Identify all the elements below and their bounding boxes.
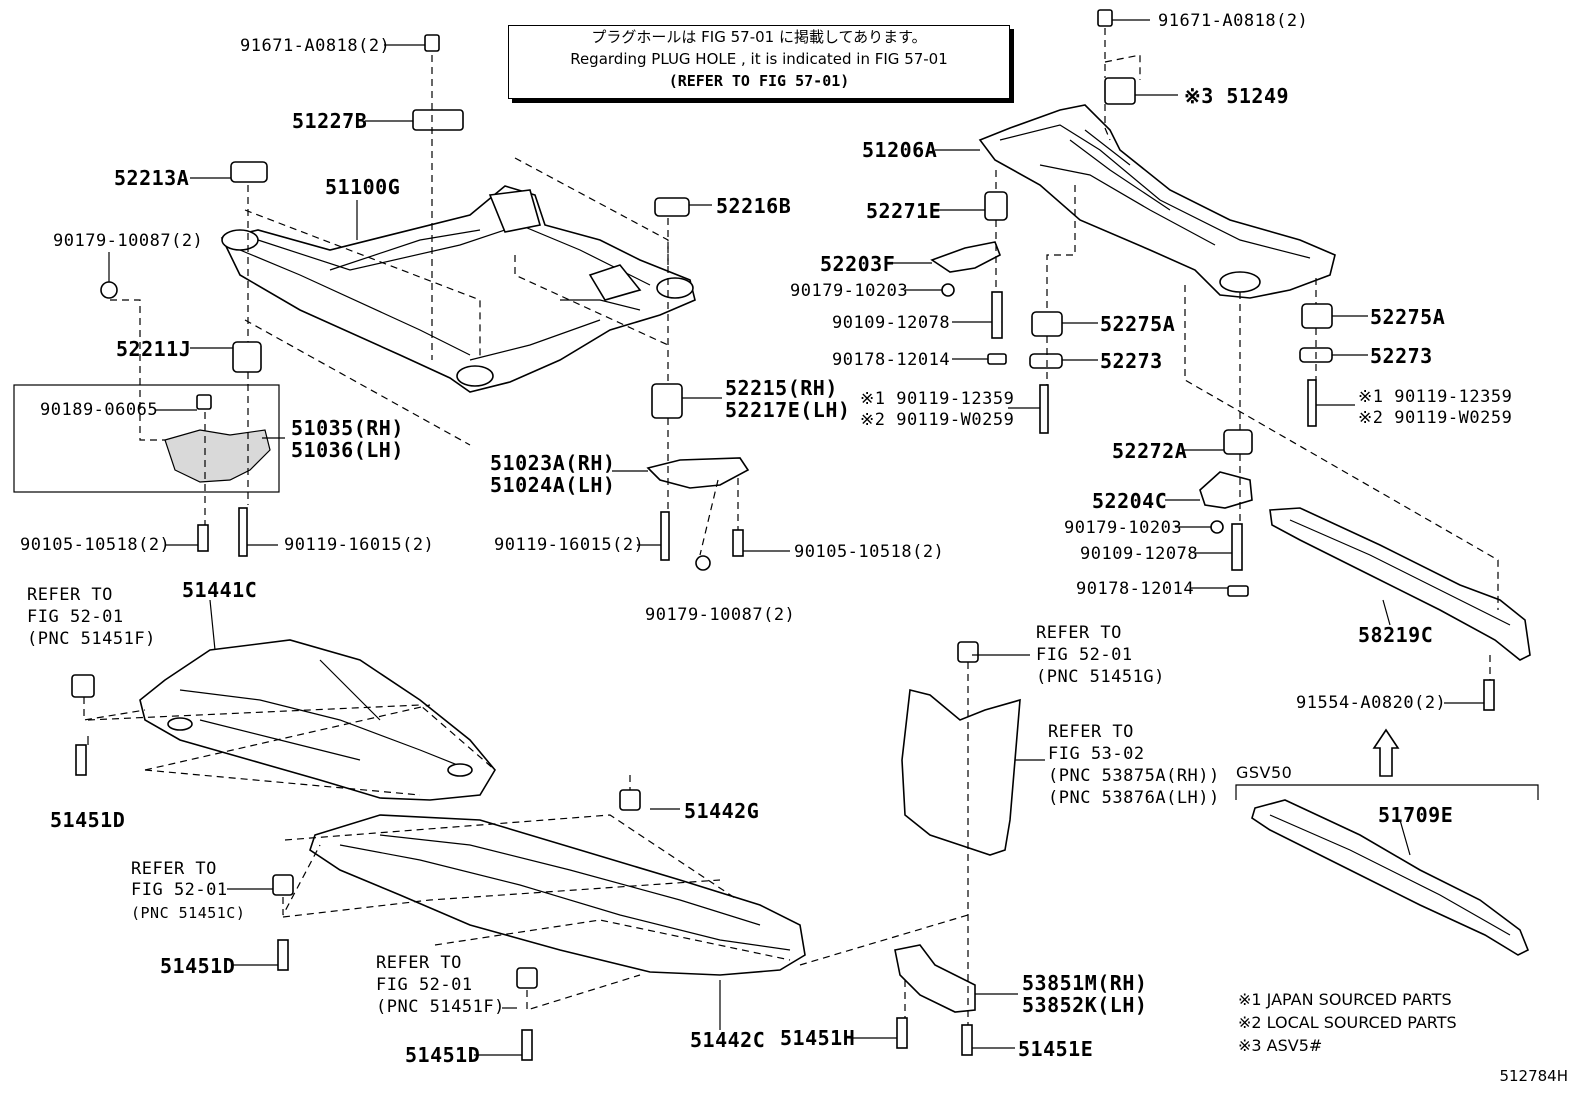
engine-under-cover-drawing bbox=[139, 639, 496, 801]
refer-to-text: REFER TO bbox=[27, 585, 113, 605]
part-label[interactable]: 52271E bbox=[866, 199, 942, 223]
model-label: GSV50 bbox=[1236, 763, 1293, 782]
legend: ※1 JAPAN SOURCED PARTS ※2 LOCAL SOURCED … bbox=[1238, 988, 1457, 1057]
brace-51709e-drawing bbox=[1251, 799, 1530, 956]
refer-fig-link[interactable]: FIG 53-02 bbox=[1048, 744, 1145, 764]
figure-number: 512784H bbox=[1499, 1067, 1568, 1085]
bracket-53851m-drawing bbox=[894, 944, 976, 1013]
part-label[interactable]: 52273 bbox=[1100, 349, 1163, 373]
part-label[interactable]: ※3 51249 bbox=[1184, 84, 1290, 108]
part-label[interactable]: 51023A(RH) bbox=[490, 451, 616, 475]
part-label[interactable]: 90119-16015(2) bbox=[494, 535, 645, 555]
dashed-assembly-lines bbox=[83, 28, 1499, 1025]
part-label[interactable]: 51442G bbox=[684, 799, 760, 823]
refer-to-text: REFER TO bbox=[1048, 722, 1134, 742]
part-label[interactable]: ※1 90119-12359 bbox=[860, 389, 1015, 409]
part-label[interactable]: 91671-A0818(2) bbox=[240, 36, 391, 56]
part-label[interactable]: 90179-10087(2) bbox=[645, 605, 796, 625]
part-label[interactable]: 51036(LH) bbox=[291, 438, 404, 462]
note-line-ref: (REFER TO FIG 57-01) bbox=[668, 72, 850, 90]
part-label[interactable]: 91554-A0820(2) bbox=[1296, 693, 1447, 713]
leader-lines bbox=[87, 19, 1539, 1056]
fender-liner-drawing bbox=[901, 689, 1021, 856]
part-label[interactable]: 90189-06065 bbox=[40, 400, 159, 420]
part-label[interactable]: 52213A bbox=[114, 166, 190, 190]
refer-pnc-text: (PNC 51451F) bbox=[376, 997, 505, 1017]
rear-under-cover-drawing bbox=[309, 814, 806, 976]
part-label[interactable]: 51442C bbox=[690, 1028, 766, 1052]
part-label[interactable]: 52275A bbox=[1370, 305, 1446, 329]
note-line-en: Regarding PLUG HOLE , it is indicated in… bbox=[570, 50, 948, 68]
legend-item-japan: ※1 JAPAN SOURCED PARTS bbox=[1238, 990, 1452, 1009]
part-label[interactable]: 51709E bbox=[1378, 803, 1454, 827]
note-line-jp: プラグホールは FIG 57-01 に掲載してあります。 bbox=[591, 28, 927, 46]
refer-pnc-text: (PNC 51451F) bbox=[27, 629, 156, 649]
part-label[interactable]: 90179-10203 bbox=[1064, 518, 1183, 538]
part-label[interactable]: 51024A(LH) bbox=[490, 473, 616, 497]
part-label[interactable]: 51441C bbox=[182, 578, 258, 602]
part-label[interactable]: 90109-12078 bbox=[832, 313, 951, 333]
part-label[interactable]: 90179-10203 bbox=[790, 281, 909, 301]
refer-to-text: REFER TO bbox=[376, 953, 462, 973]
part-label[interactable]: 52273 bbox=[1370, 344, 1433, 368]
brace-58219c-drawing bbox=[1269, 507, 1531, 661]
plug-hole-note: プラグホールは FIG 57-01 に掲載してあります。 Regarding P… bbox=[508, 25, 1010, 99]
part-label[interactable]: 51451D bbox=[50, 808, 126, 832]
legend-item-asv5: ※3 ASV5# bbox=[1238, 1036, 1323, 1055]
bracket-51035-drawing bbox=[164, 429, 271, 483]
part-label[interactable]: 90178-12014 bbox=[1076, 579, 1195, 599]
part-label[interactable]: 51100G bbox=[325, 175, 401, 199]
part-label[interactable]: 51451E bbox=[1018, 1037, 1094, 1061]
part-label[interactable]: 52272A bbox=[1112, 439, 1188, 463]
part-label[interactable]: 90179-10087(2) bbox=[53, 231, 204, 251]
part-label[interactable]: 52204C bbox=[1092, 489, 1168, 513]
part-label[interactable]: 52275A bbox=[1100, 312, 1176, 336]
part-label[interactable]: 52203F bbox=[820, 252, 896, 276]
part-label[interactable]: 51035(RH) bbox=[291, 416, 404, 440]
part-label[interactable]: 52215(RH) bbox=[725, 376, 838, 400]
refer-to-text: REFER TO bbox=[1036, 623, 1122, 643]
part-label[interactable]: ※2 90119-W0259 bbox=[860, 410, 1015, 430]
part-label[interactable]: 51451D bbox=[160, 954, 236, 978]
refer-fig-link[interactable]: FIG 52-01 bbox=[27, 607, 124, 627]
part-label[interactable]: 91671-A0818(2) bbox=[1158, 11, 1309, 31]
part-label[interactable]: 53852K(LH) bbox=[1022, 993, 1148, 1017]
refer-fig-link[interactable]: FIG 52-01 bbox=[1036, 645, 1133, 665]
part-label[interactable]: 52216B bbox=[716, 194, 792, 218]
part-label[interactable]: 52211J bbox=[116, 337, 192, 361]
part-label[interactable]: 90105-10518(2) bbox=[794, 542, 945, 562]
legend-item-local: ※2 LOCAL SOURCED PARTS bbox=[1238, 1013, 1457, 1032]
part-label[interactable]: 52217E(LH) bbox=[725, 398, 851, 422]
refer-to-text: REFER TO bbox=[131, 859, 217, 879]
part-label[interactable]: 51451H bbox=[780, 1026, 856, 1050]
part-label[interactable]: 51227B bbox=[292, 109, 368, 133]
part-label[interactable]: 90105-10518(2) bbox=[20, 535, 171, 555]
refer-pnc-text: (PNC 53875A(RH)) bbox=[1048, 766, 1220, 786]
arm-51023a-drawing bbox=[646, 457, 750, 489]
part-label[interactable]: 90109-12078 bbox=[1080, 544, 1199, 564]
refer-pnc-text: (PNC 51451C) bbox=[131, 904, 246, 922]
part-label[interactable]: ※1 90119-12359 bbox=[1358, 387, 1513, 407]
refer-pnc-text: (PNC 51451G) bbox=[1036, 667, 1165, 687]
up-arrow-icon bbox=[1372, 728, 1400, 777]
part-label[interactable]: ※2 90119-W0259 bbox=[1358, 408, 1513, 428]
front-crossmember-drawing bbox=[220, 185, 696, 393]
refer-fig-link[interactable]: FIG 52-01 bbox=[131, 880, 228, 900]
fasteners bbox=[71, 9, 1495, 1061]
part-label[interactable]: 53851M(RH) bbox=[1022, 971, 1148, 995]
part-label[interactable]: 51451D bbox=[405, 1043, 481, 1067]
part-label[interactable]: 90178-12014 bbox=[832, 350, 951, 370]
part-label[interactable]: 58219C bbox=[1358, 623, 1434, 647]
refer-fig-link[interactable]: FIG 52-01 bbox=[376, 975, 473, 995]
rear-crossmember-drawing bbox=[978, 104, 1336, 299]
part-label[interactable]: 51206A bbox=[862, 138, 938, 162]
refer-pnc-text: (PNC 53876A(LH)) bbox=[1048, 788, 1220, 808]
part-label[interactable]: 90119-16015(2) bbox=[284, 535, 435, 555]
